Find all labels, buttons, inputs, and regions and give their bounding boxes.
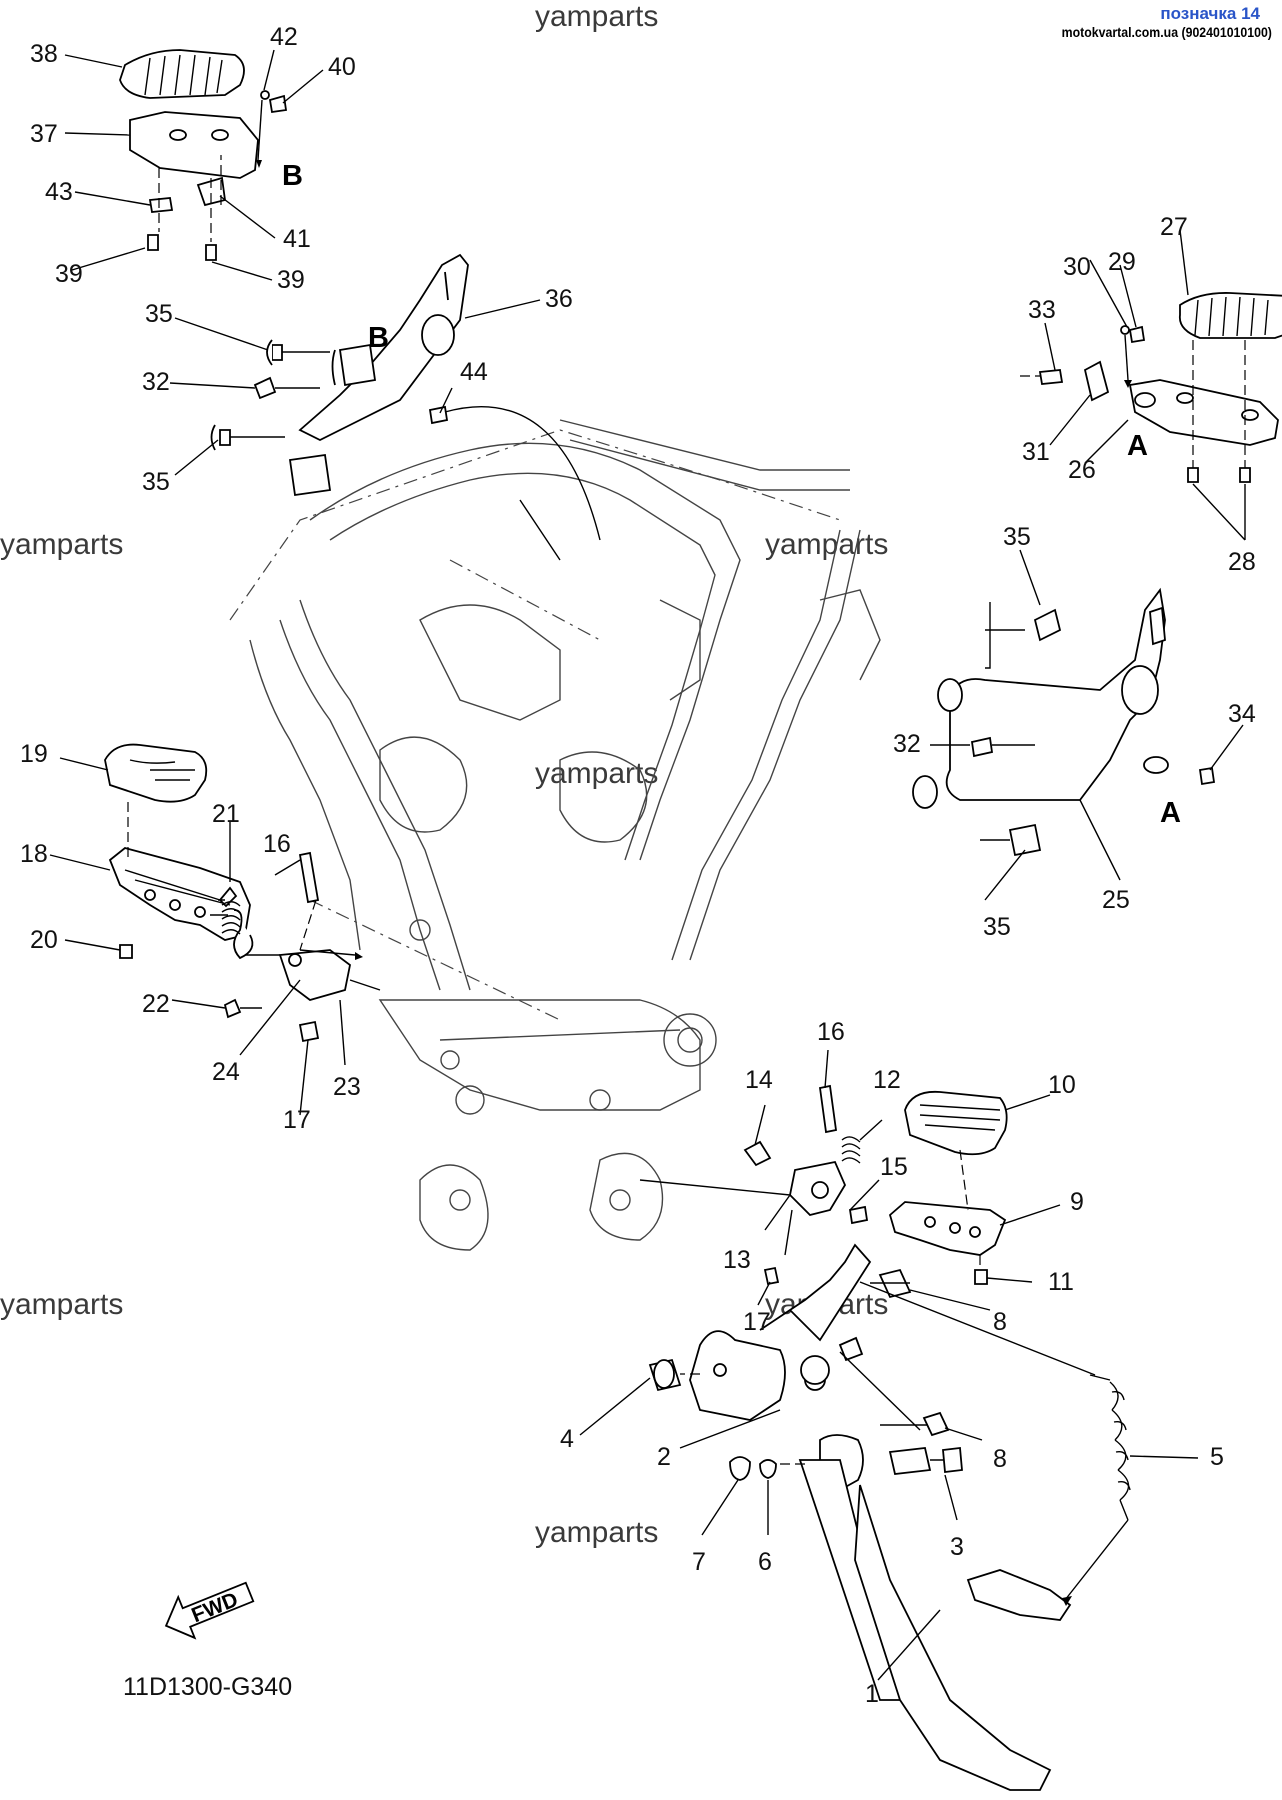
fwd-label: FWD <box>188 1588 241 1627</box>
callout-label: 1 <box>865 1680 879 1708</box>
callout-label: 5 <box>1210 1443 1224 1471</box>
callout-label: 44 <box>460 358 488 386</box>
callout-label: 39 <box>55 260 83 288</box>
callout-label: 18 <box>20 840 48 868</box>
callout-label: 17 <box>743 1308 771 1336</box>
diagram-badge-title: позначка 14 <box>1160 4 1260 23</box>
callout-label: 6 <box>758 1548 772 1576</box>
spring-21 <box>221 901 241 935</box>
leader-lines <box>49 49 1246 1681</box>
callout-label: 42 <box>270 23 298 51</box>
callout-label: 33 <box>1028 296 1056 324</box>
callout-label: 32 <box>893 730 921 758</box>
callout-label: 36 <box>545 285 573 313</box>
callout-label: 13 <box>723 1246 751 1274</box>
callout-label: 37 <box>30 120 58 148</box>
callout-label: 35 <box>1003 523 1031 551</box>
callout-label: 10 <box>1048 1071 1076 1099</box>
callout-label: 7 <box>692 1548 706 1576</box>
callout-label: 11 <box>1048 1268 1074 1296</box>
watermark: yamparts <box>0 1288 124 1321</box>
diagram-badge-subtitle: motokvartal.com.ua (902401010100) <box>1061 24 1272 40</box>
callout-label: 40 <box>328 53 356 81</box>
callout-label: 16 <box>263 830 291 858</box>
callout-label: 38 <box>30 40 58 68</box>
callout-label: 30 <box>1063 253 1091 281</box>
callout-numbers: 38 42 40 37 43 41 39 39 36 35 32 44 35 2… <box>20 23 1256 1708</box>
callout-label: 20 <box>30 926 58 954</box>
callout-label: 26 <box>1068 456 1096 484</box>
spring-5 <box>1089 1374 1131 1521</box>
callout-label: 35 <box>145 300 173 328</box>
callout-label: 15 <box>880 1153 908 1181</box>
callout-label: 21 <box>212 800 240 828</box>
callout-label: 9 <box>1070 1188 1084 1216</box>
callout-label: 35 <box>142 468 170 496</box>
rider-footpeg-right-group <box>639 1084 1008 1286</box>
watermark: yamparts <box>535 1516 659 1549</box>
view-letters: B B A A <box>282 160 1181 829</box>
fwd-arrow-icon: FWD <box>164 1581 255 1640</box>
footrest-bracket-right-group <box>912 587 1216 857</box>
callout-label: 19 <box>20 740 48 768</box>
watermark: yamparts <box>0 528 124 561</box>
sidestand-group <box>648 1243 1131 1791</box>
callout-label: 3 <box>950 1533 964 1561</box>
watermark: yamparts <box>535 757 659 790</box>
callout-label: 12 <box>873 1066 901 1094</box>
callout-label: 32 <box>142 368 170 396</box>
passenger-footrest-left-group <box>119 49 288 261</box>
callout-label: 2 <box>657 1443 671 1471</box>
callout-label: 8 <box>993 1308 1007 1336</box>
callout-label: 4 <box>560 1425 574 1453</box>
callout-label: 27 <box>1160 213 1188 241</box>
watermark: yamparts <box>765 528 889 561</box>
callout-label: 35 <box>983 913 1011 941</box>
callout-label: 25 <box>1102 886 1130 914</box>
callout-label: 22 <box>142 990 170 1018</box>
callout-label: 29 <box>1108 248 1136 276</box>
diagram-code: 11D1300-G340 <box>123 1673 293 1701</box>
callout-label: 14 <box>745 1066 773 1094</box>
callout-label: 23 <box>333 1073 361 1101</box>
callout-label: 24 <box>212 1058 240 1086</box>
motorcycle-frame <box>229 419 881 1251</box>
view-letter-b: B <box>282 160 303 192</box>
callout-label: 28 <box>1228 548 1256 576</box>
callout-label: 16 <box>817 1018 845 1046</box>
callout-label: 41 <box>283 225 311 253</box>
callout-label: 17 <box>283 1106 311 1134</box>
view-letter-b: B <box>368 322 389 354</box>
callout-label: 43 <box>45 178 73 206</box>
watermark: yamparts <box>535 0 659 33</box>
rider-footpeg-left-group <box>104 743 381 1043</box>
view-letter-a: A <box>1160 797 1181 829</box>
footrest-bracket-left-group <box>210 253 601 561</box>
passenger-footrest-right-group <box>1020 292 1282 483</box>
callout-label: 8 <box>993 1445 1007 1473</box>
spring-12 <box>841 1136 861 1164</box>
callout-label: 31 <box>1022 438 1050 466</box>
callout-label: 39 <box>277 266 305 294</box>
callout-label: 34 <box>1228 700 1256 728</box>
view-letter-a: A <box>1127 430 1148 462</box>
